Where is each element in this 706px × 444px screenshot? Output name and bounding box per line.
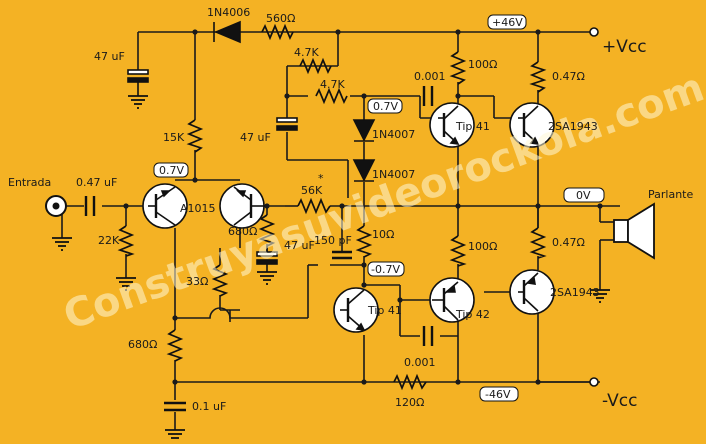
capacitor-0-001-top: [422, 86, 434, 106]
capacitor-0-1uf: [164, 401, 186, 412]
resistor-4k7-lower: [315, 87, 348, 105]
diode-1n4007-upper: [352, 119, 376, 142]
transistor-a1015-left: [142, 183, 188, 229]
capacitor-0-47uf-input: [84, 196, 96, 216]
label-c-0001-top: 0.001: [414, 70, 446, 83]
label-c-47-mid: 47 uF: [240, 131, 271, 144]
resistor-4k7-upper: [299, 57, 332, 75]
resistor-047-bot: [529, 227, 547, 259]
resistor-047-top: [529, 61, 547, 93]
transistor-tip41-top: [429, 102, 475, 148]
label-tip42: Tip 42: [455, 308, 490, 321]
label-c-bootstrap: 47 uF: [94, 50, 125, 63]
resistor-680-mid: [258, 214, 276, 247]
ground-icon-bootstrap: [128, 95, 148, 109]
transistor-tip42: [429, 277, 475, 323]
voltage-box-0v: [563, 187, 605, 203]
label-entrada: Entrada: [8, 176, 51, 189]
resistor-120: [393, 373, 427, 391]
voltage-box-07-left: [153, 162, 189, 178]
label-r-047-bot: 0.47Ω: [552, 236, 585, 249]
resistor-22k: [117, 225, 135, 257]
label-r-in: 22K: [98, 234, 120, 247]
capacitor-47uf-low: [256, 246, 278, 272]
resistor-10: [355, 225, 373, 258]
ground-icon-47uf-low: [257, 271, 277, 285]
label-r-47k-b: 4.7K: [320, 78, 345, 91]
resistor-100-bot: [449, 235, 467, 267]
label-r-100-top: 100Ω: [468, 58, 497, 71]
label-r-680-bot: 680Ω: [128, 338, 157, 351]
diode-1n4006: [213, 20, 241, 44]
label-parlante: Parlante: [648, 188, 693, 201]
resistor-33: [211, 264, 229, 297]
terminal-minus-vcc: [589, 377, 599, 387]
ground-icon-input: [52, 237, 72, 251]
label-v-m07: -0.7V: [371, 263, 400, 276]
junction-dots: [123, 29, 603, 385]
label-r-120: 120Ω: [395, 396, 424, 409]
label-r-680-mid: 680Ω: [228, 225, 257, 238]
label-r-15k: 15K: [163, 131, 185, 144]
resistor-56k: [297, 197, 331, 215]
label-r-56k-mark: *: [318, 172, 324, 185]
label-v-plus46: +46V: [492, 16, 523, 29]
label-v-minus46: -46V: [485, 388, 511, 401]
transistor-2sa1943-bot: [509, 269, 555, 315]
resistor-560: [261, 23, 294, 41]
label-a1015: A1015: [180, 202, 216, 215]
capacitor-47uf-bootstrap: [127, 69, 149, 96]
label-r-560: 560Ω: [266, 12, 295, 25]
ground-icon-0-1uf: [165, 429, 185, 439]
label-v-0: 0V: [576, 189, 591, 202]
label-r-56k: 56K: [301, 184, 323, 197]
label-sa1943-bot: 2SA1943: [550, 286, 600, 299]
capacitor-0-001-bot: [422, 326, 434, 346]
voltage-box-plus46: [487, 14, 527, 30]
resistor-680-bot: [166, 329, 184, 362]
label-c-in: 0.47 uF: [76, 176, 117, 189]
label-r-47k-a: 4.7K: [294, 46, 319, 59]
label-c-150p: 150 pF: [314, 234, 352, 247]
label-diode-top: 1N4006: [207, 6, 250, 19]
label-tip41-top: Tip 41: [455, 120, 490, 133]
voltage-box-m07: [367, 261, 405, 277]
terminal-plus-vcc: [589, 27, 599, 37]
label-diode-2: 1N4007: [372, 168, 415, 181]
label-r-33: 33Ω: [186, 275, 208, 288]
label-c-47-low: 47 uF: [284, 239, 315, 252]
label-c-0-1uf: 0.1 uF: [192, 400, 226, 413]
voltage-box-minus46: [479, 386, 519, 402]
transistor-a1015-right: [219, 183, 265, 229]
diode-1n4007-lower: [352, 159, 376, 182]
label-v-07-left: 0.7V: [159, 164, 184, 177]
resistor-15k: [186, 119, 204, 153]
input-jack: [45, 195, 67, 217]
label-v-07-mid: 0.7V: [373, 100, 398, 113]
ground-icon-22k: [116, 277, 136, 291]
label-vcc-plus: +Vcc: [602, 37, 647, 57]
label-r-047-top: 0.47Ω: [552, 70, 585, 83]
capacitor-150pf: [332, 250, 352, 260]
label-diode-1: 1N4007: [372, 128, 415, 141]
ground-icon-speaker: [590, 289, 610, 303]
resistor-100-top: [449, 51, 467, 85]
transistor-tip41-bot: [333, 287, 379, 333]
label-sa1943-top: 2SA1943: [548, 120, 598, 133]
voltage-box-07-mid: [367, 98, 403, 114]
label-r-100-bot: 100Ω: [468, 240, 497, 253]
label-r-10: 10Ω: [372, 228, 394, 241]
transistor-2sa1943-top: [509, 102, 555, 148]
label-vcc-minus: -Vcc: [602, 391, 637, 411]
label-c-0001-bot: 0.001: [404, 356, 436, 369]
capacitor-47uf-mid: [276, 117, 298, 131]
speaker-icon: [613, 202, 655, 260]
label-tip41-bot: Tip 41: [367, 304, 402, 317]
